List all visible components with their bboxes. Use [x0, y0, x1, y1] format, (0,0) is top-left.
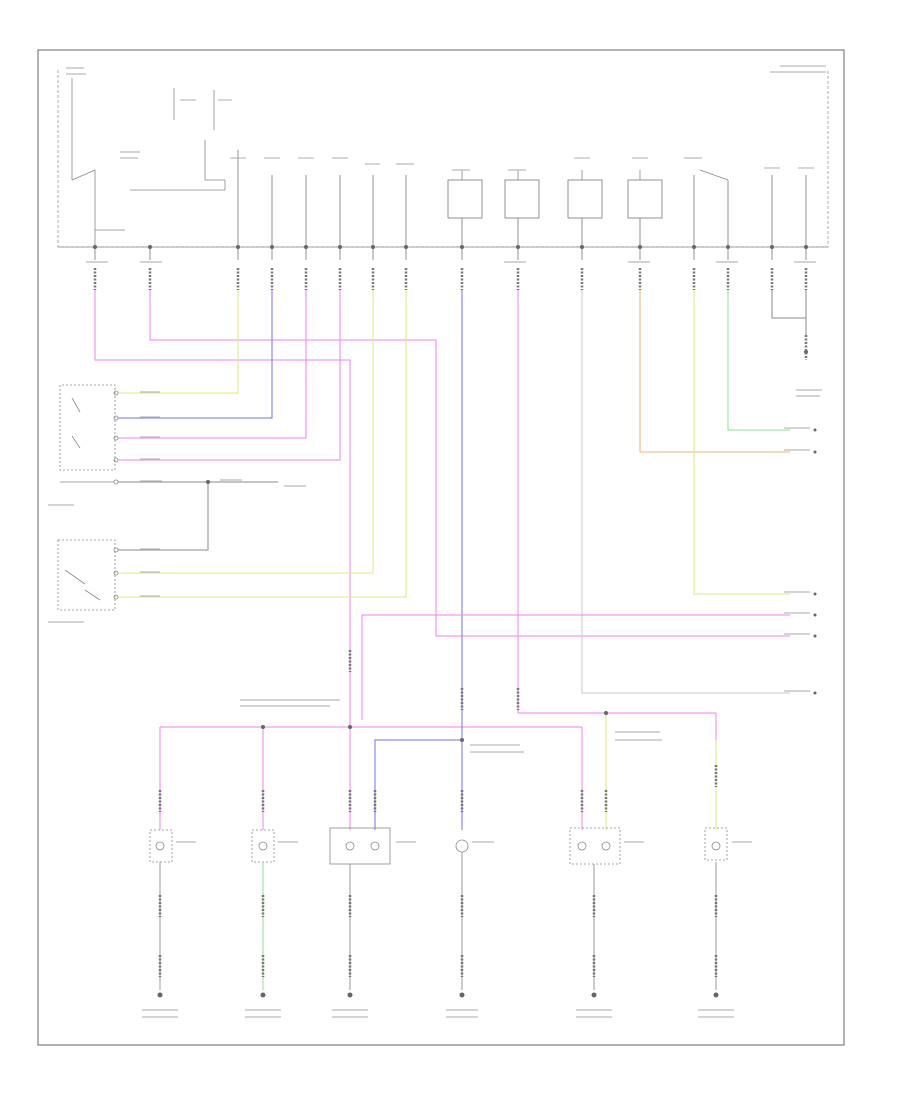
lamp-2: [251, 829, 275, 863]
wire-blue-1: [118, 290, 273, 419]
relay-box-3: [567, 179, 603, 219]
wire-pink-6: [361, 614, 790, 720]
relay-box-2: [504, 179, 540, 219]
wire-gray-2: [771, 290, 806, 319]
wires: [94, 290, 807, 830]
wire-yellow-2: [118, 290, 374, 574]
wire-pink-4: [118, 290, 341, 461]
module-pins: [94, 150, 807, 260]
wire-blue-l: [374, 739, 462, 830]
multifunction-switch: [59, 384, 119, 485]
wire-pink-2: [149, 290, 790, 637]
lamp-6: [704, 827, 728, 861]
relay-box-4: [627, 179, 663, 219]
ground-6: [713, 992, 719, 998]
wire-pink-3: [118, 290, 307, 439]
grounds: [157, 992, 719, 998]
upper-module: [57, 70, 829, 248]
splices: [206, 480, 608, 742]
wire-green-1: [727, 290, 790, 431]
lamps: [149, 827, 728, 865]
wire-gray-1: [581, 290, 790, 694]
mid-connector-stubs: [348, 650, 520, 710]
wire-yellow-4: [693, 290, 790, 595]
lamp-5: [569, 827, 621, 865]
lamp-4: [455, 839, 469, 853]
ground-5: [591, 992, 597, 998]
wire-pink-1: [94, 290, 351, 650]
right-terminals: [804, 350, 817, 695]
fine-print-marks: [48, 65, 826, 1018]
diagram-frame: [37, 49, 845, 1046]
wire-yellow-1: [118, 290, 239, 394]
wire-orange-1: [639, 290, 790, 453]
ground-3: [347, 992, 353, 998]
wire-yellow-3: [118, 290, 407, 598]
module-connector-dots: [93, 245, 808, 249]
lamp-3: [329, 827, 391, 865]
ground-4: [459, 992, 465, 998]
ground-2: [260, 992, 266, 998]
module-connector-stubs: [93, 268, 808, 290]
hazard-switch: [57, 539, 119, 611]
wire-black-2: [118, 482, 209, 551]
ground-wires: [159, 852, 717, 990]
lamp-1: [149, 829, 173, 863]
relay-box-1: [447, 179, 483, 219]
ground-1: [157, 992, 163, 998]
wire-pink-r: [517, 700, 717, 830]
ground-connector-stubs: [158, 765, 718, 977]
